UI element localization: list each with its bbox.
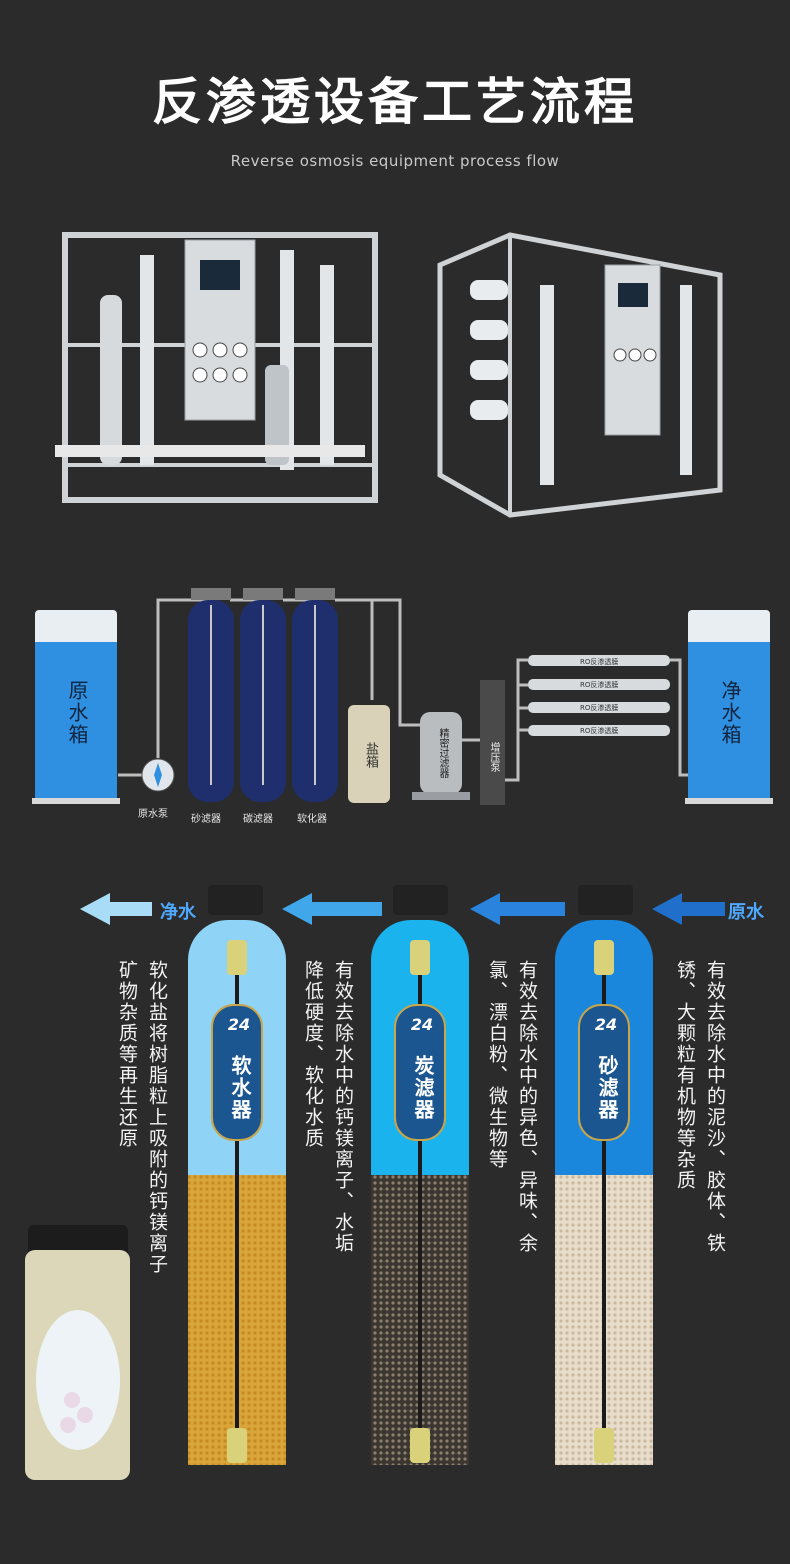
process-diagram <box>32 588 773 805</box>
softener-desc-2: 降低硬度、软化水质 <box>302 960 324 1149</box>
raw-water-label: 原水 <box>728 902 764 923</box>
sand-filter-label: 砂滤器 <box>191 814 221 825</box>
sand-desc-2: 锈、大颗粒有机物等杂质 <box>674 960 696 1191</box>
pure-water-label: 净水 <box>160 902 196 923</box>
arrow-left-icon <box>80 893 152 925</box>
arrow-left-icon <box>470 893 565 925</box>
ro-membranes <box>528 655 670 736</box>
carbon-filter-column <box>240 588 286 802</box>
precision-filter-label: 精密过滤器 <box>437 728 448 778</box>
pure-water-tank <box>685 610 773 804</box>
softener-name: 软水器 <box>228 1055 252 1121</box>
carbon-desc-2: 氯、漂白粉、微生物等 <box>486 960 508 1170</box>
carbon-badge: 24 <box>410 1015 434 1034</box>
ro-membrane-label-1: RO反渗透膜 <box>580 658 619 666</box>
carbon-name: 炭滤器 <box>411 1055 435 1121</box>
salt-box <box>348 705 390 803</box>
softener-badge: 24 <box>227 1015 251 1034</box>
carbon-column-large <box>371 885 469 1465</box>
raw-tank-label: 原水箱 <box>65 680 89 746</box>
raw-pump-label: 原水泵 <box>138 809 168 820</box>
softener-label: 软化器 <box>297 814 327 825</box>
filter-columns <box>25 885 653 1480</box>
softener-column <box>292 588 338 802</box>
regen-desc-1: 软化盐将树脂粒上吸附的钙镁离子 <box>146 960 168 1275</box>
page-subtitle: Reverse osmosis equipment process flow <box>230 152 560 170</box>
regen-desc-2: 矿物杂质等再生还原 <box>116 960 138 1149</box>
sand-badge: 24 <box>594 1015 618 1034</box>
sand-desc-1: 有效去除水中的泥沙、胶体、铁 <box>704 960 726 1254</box>
sand-column-large <box>555 885 653 1465</box>
arrow-left-icon <box>282 893 382 925</box>
sand-filter-column <box>188 588 234 802</box>
ro-equipment-photo-front <box>55 232 378 503</box>
salt-box-label: 盐箱 <box>363 742 378 768</box>
softener-column-large <box>188 885 286 1465</box>
ro-membrane-label-3: RO反渗透膜 <box>580 704 619 712</box>
softener-desc-1: 有效去除水中的钙镁离子、水垢 <box>332 960 354 1254</box>
sand-name: 砂滤器 <box>595 1055 619 1121</box>
arrow-left-icon <box>652 893 725 925</box>
flow-arrows <box>80 893 725 925</box>
salt-tank-photo <box>25 1225 130 1480</box>
ro-membrane-label-2: RO反渗透膜 <box>580 681 619 689</box>
carbon-desc-1: 有效去除水中的异色、异味、余 <box>516 960 538 1254</box>
booster-pump-label: 增压泵 <box>488 742 499 772</box>
pure-tank-label: 净水箱 <box>718 680 742 746</box>
carbon-filter-label: 碳滤器 <box>243 814 273 825</box>
ro-equipment-photo-side <box>437 232 723 518</box>
precision-filter <box>420 712 462 794</box>
page-title: 反渗透设备工艺流程 <box>152 73 638 131</box>
booster-pump <box>480 680 505 805</box>
ro-membrane-label-4: RO反渗透膜 <box>580 727 619 735</box>
raw-water-tank <box>32 610 120 804</box>
